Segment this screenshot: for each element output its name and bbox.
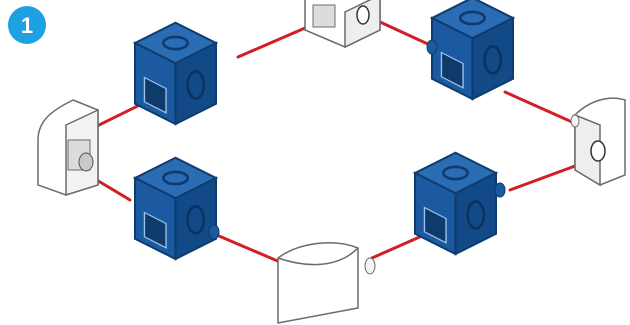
rod-right-lower [508,164,577,192]
step-badge-circle [8,6,46,44]
white-connector-bottom [277,242,376,324]
rod-bottom-left [210,231,282,264]
white-connector-right [570,97,626,187]
blue-cube-top-left [133,21,218,126]
pin-bottom-left [208,224,220,240]
blue-cube-top-right [430,0,515,101]
cube-pins [208,39,506,240]
rod-right-upper [503,90,574,124]
rod-top-mid [236,26,307,59]
pin-top-right [426,39,438,55]
white-connector-top [304,0,381,49]
pin-bottom-right [494,182,506,198]
rod-top-right [378,20,432,47]
step-number: 1 [21,13,33,38]
blue-cube-bottom-left [133,156,218,261]
blue-cube-bottom-right [413,151,498,256]
white-connector-left [37,99,99,197]
step-badge: 1 [8,6,46,44]
